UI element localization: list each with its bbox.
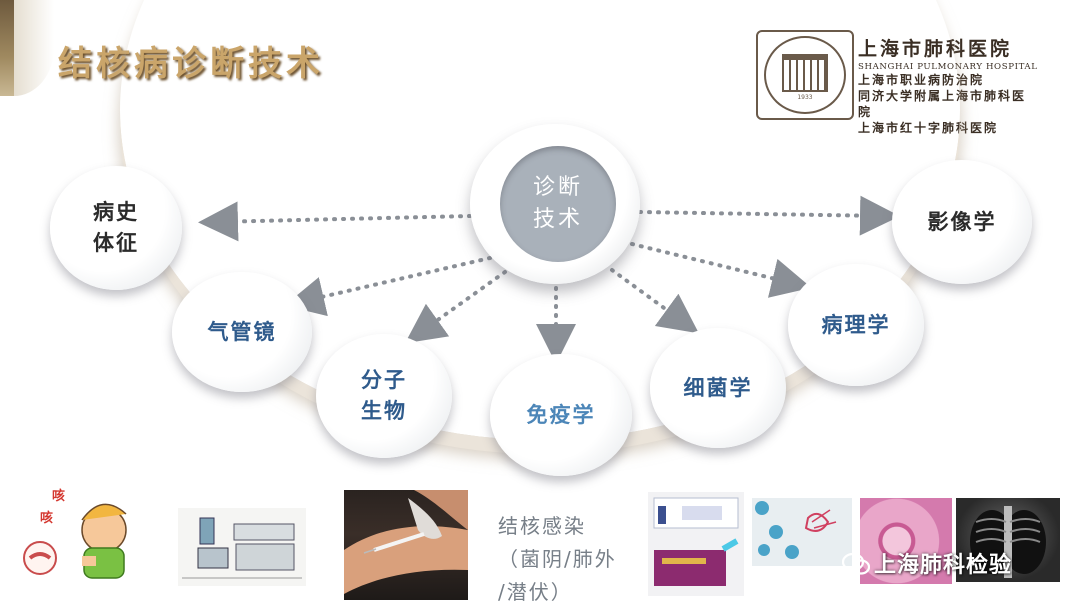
building-icon <box>782 54 828 92</box>
hospital-logo-text: 上海市肺科医院 SHANGHAI PULMONARY HOSPITAL 上海市职… <box>858 34 1038 136</box>
cough-text-1: 咳 <box>52 488 65 504</box>
node-imaging-label: 影像学 <box>927 209 997 234</box>
arrow-to-pathology <box>630 242 812 298</box>
arrow-to-bacteriology <box>610 268 699 334</box>
arrow-to-bronchoscopy <box>284 256 492 317</box>
coughing-child-illustration: 咳 咳 <box>22 478 140 584</box>
acid-fast-stain-micrograph <box>752 498 852 566</box>
node-molecular-label: 分子 生物 <box>361 368 407 423</box>
arrow-to-molecular <box>404 270 507 344</box>
wechat-icon <box>841 552 871 575</box>
hospital-alias-1: 上海市职业病防治院 <box>858 73 985 87</box>
node-immunology: 免疫学 <box>490 354 632 476</box>
arrow-to-imaging <box>638 195 900 236</box>
node-history-label: 病史 体征 <box>93 200 139 255</box>
hospital-name: 上海市肺科医院 <box>858 38 1013 60</box>
seal-ring <box>764 36 846 114</box>
node-bronchoscopy-label: 气管镜 <box>207 319 277 344</box>
node-bacteriology: 细菌学 <box>650 328 786 448</box>
arrow-to-history <box>198 201 472 242</box>
hospital-alias-2: 同济大学附属上海市肺科医院 <box>858 89 1027 119</box>
node-molecular: 分子 生物 <box>316 334 452 458</box>
node-immunology-label: 免疫学 <box>526 402 596 427</box>
cough-text-2: 咳 <box>40 510 53 526</box>
node-bronchoscopy: 气管镜 <box>172 272 312 392</box>
center-node-label: 诊断 技术 <box>532 175 583 232</box>
chest-xray-image <box>956 498 1060 582</box>
hospital-name-en: SHANGHAI PULMONARY HOSPITAL <box>858 62 1038 72</box>
skin-test-injection-photo <box>344 490 468 600</box>
node-history: 病史 体征 <box>50 166 182 290</box>
center-node: 诊断 技术 <box>500 146 616 262</box>
node-pathology-label: 病理学 <box>821 312 891 337</box>
tb-infection-note: 结核感染 （菌阴/肺外 /潜伏） <box>498 510 638 609</box>
pathology-histology-image <box>860 498 952 584</box>
infection-line-2: （菌阴/肺外 <box>498 547 617 571</box>
infection-line-3: /潜伏） <box>498 580 573 604</box>
wechat-watermark: 上海肺科检验 <box>841 547 1013 579</box>
hospital-seal-logo: 1933 <box>756 30 854 120</box>
slide-title: 结核病诊断技术 <box>58 44 324 84</box>
node-bacteriology-label: 细菌学 <box>683 375 753 400</box>
igra-test-kit-image <box>648 492 744 596</box>
watermark-text: 上海肺科检验 <box>874 553 1013 578</box>
molecular-lab-equipment-image <box>178 508 306 586</box>
corner-decoration <box>0 0 14 96</box>
node-imaging: 影像学 <box>892 160 1032 284</box>
infection-line-1: 结核感染 <box>498 514 586 538</box>
seal-year: 1933 <box>797 94 813 101</box>
node-pathology: 病理学 <box>788 264 924 386</box>
hospital-alias-3: 上海市红十字肺科医院 <box>858 121 999 135</box>
